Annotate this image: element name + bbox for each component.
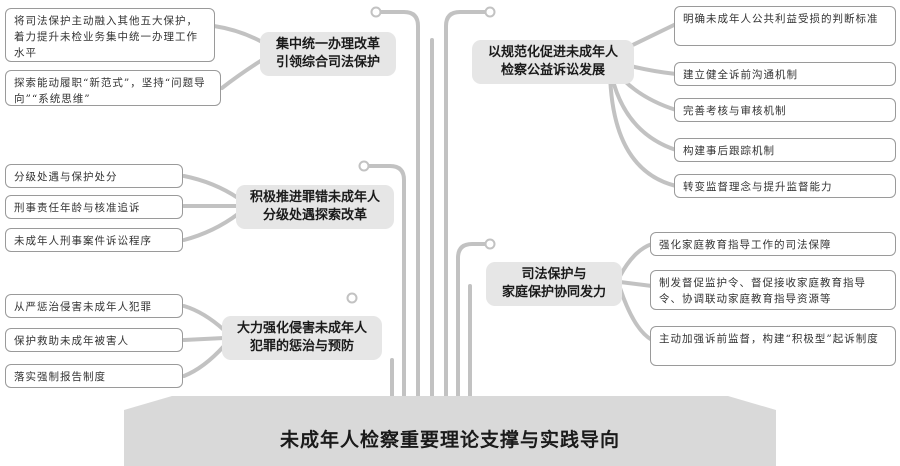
left1-hub: 集中统一办理改革 引领综合司法保护 [260, 32, 396, 76]
leaf-text: 制发督促监护令、督促接收家庭教育指导令、协调联动家庭教育指导资源等 [659, 277, 866, 305]
right2-hub: 司法保护与 家庭保护协同发力 [486, 262, 622, 306]
left3-leaf1: 从严惩治侵害未成年人犯罪 [5, 294, 183, 318]
leaf-text: 保护救助未成年被害人 [14, 335, 129, 347]
hub-line: 犯罪的惩治与预防 [249, 339, 354, 354]
right2-leaf3: 主动加强诉前监督，构建“积极型”起诉制度 [650, 326, 896, 366]
left3-leaf3: 落实强制报告制度 [5, 364, 183, 388]
hub-line: 分级处遇探索改革 [262, 208, 367, 223]
left2-leaf2: 刑事责任年龄与核准追诉 [5, 195, 183, 219]
hub-line: 大力强化侵害未成年人 [236, 321, 367, 336]
wire-end-node [358, 160, 370, 172]
wire-end-node [484, 238, 496, 250]
left3-leaf2: 保护救助未成年被害人 [5, 328, 183, 352]
leaf-text: 将司法保护主动融入其他五大保护，着力提升未检业务集中统一办理工作水平 [14, 15, 198, 59]
left1-leaf2: 探索能动履职“新范式”，坚持“问题导向”“系统思维” [5, 70, 221, 106]
leaf-text: 分级处遇与保护处分 [14, 171, 118, 183]
right1-leaf3: 完善考核与审核机制 [674, 98, 896, 122]
wire-end-node [370, 6, 382, 18]
leaf-text: 转变监督理念与提升监督能力 [683, 181, 833, 193]
left3-leaf1-link [182, 304, 226, 332]
hub-line: 家庭保护协同发力 [501, 285, 606, 300]
left1-leaf2-link [220, 58, 264, 90]
hub-line: 以规范化促进未成年人 [487, 45, 618, 60]
right2-leaf1-link [618, 242, 654, 278]
left2-hub: 积极推进罪错未成年人 分级处遇探索改革 [236, 185, 394, 229]
right1-leaf5: 转变监督理念与提升监督能力 [674, 174, 896, 198]
right2-leaf2: 制发督促监护令、督促接收家庭教育指导令、协调联动家庭教育指导资源等 [650, 270, 896, 310]
right2-leaf3-link [618, 286, 654, 342]
right1-hub: 以规范化促进未成年人 检察公益诉讼发展 [472, 40, 634, 84]
leaf-text: 构建事后跟踪机制 [683, 145, 775, 157]
left3-hub: 大力强化侵害未成年人 犯罪的惩治与预防 [222, 316, 382, 360]
wire-end-node [484, 6, 496, 18]
left2-leaf3: 未成年人刑事案件诉讼程序 [5, 228, 183, 252]
right1-leaf1: 明确未成年人公共利益受损的判断标准 [674, 6, 896, 46]
leaf-text: 建立健全诉前沟通机制 [683, 69, 798, 81]
right2-leaf2-link [618, 280, 654, 288]
left1-leaf1: 将司法保护主动融入其他五大保护，着力提升未检业务集中统一办理工作水平 [5, 8, 215, 62]
left2-leaf1: 分级处遇与保护处分 [5, 164, 183, 188]
leaf-text: 强化家庭教育指导工作的司法保障 [659, 239, 832, 251]
left2-leaf3-link [182, 212, 240, 242]
leaf-text: 主动加强诉前监督，构建“积极型”起诉制度 [659, 333, 879, 345]
leaf-text: 刑事责任年龄与核准追诉 [14, 202, 141, 214]
left1-leaf1-link [212, 24, 264, 44]
wire-end-node [346, 292, 358, 304]
hub-line: 积极推进罪错未成年人 [249, 190, 380, 205]
hub-line: 检察公益诉讼发展 [500, 63, 605, 78]
leaf-text: 从严惩治侵害未成年人犯罪 [14, 301, 152, 313]
trunk-line-5 [444, 10, 488, 400]
left3-leaf2-link [182, 336, 226, 342]
base-platform [124, 396, 776, 466]
hub-line: 集中统一办理改革 [275, 37, 380, 52]
leaf-text: 未成年人刑事案件诉讼程序 [14, 235, 152, 247]
right1-leaf5-link [608, 70, 678, 188]
base-title: 未成年人检察重要理论支撑与实践导向 [279, 429, 620, 451]
leaf-text: 落实强制报告制度 [14, 371, 106, 383]
leaf-text: 明确未成年人公共利益受损的判断标准 [683, 13, 879, 25]
leaf-text: 探索能动履职“新范式”，坚持“问题导向”“系统思维” [14, 77, 206, 105]
left2-leaf1-link [182, 174, 240, 200]
right1-leaf2: 建立健全诉前沟通机制 [674, 62, 896, 86]
right1-leaf4: 构建事后跟踪机制 [674, 138, 896, 162]
right2-leaf1: 强化家庭教育指导工作的司法保障 [650, 232, 896, 256]
trunk-line-3 [378, 10, 420, 400]
hub-line: 司法保护与 [521, 267, 587, 282]
leaf-text: 完善考核与审核机制 [683, 105, 787, 117]
trunk-line-2 [366, 164, 406, 400]
hub-line: 引领综合司法保护 [275, 55, 380, 70]
trunk-line-6 [456, 242, 488, 400]
left3-leaf3-link [182, 344, 226, 378]
